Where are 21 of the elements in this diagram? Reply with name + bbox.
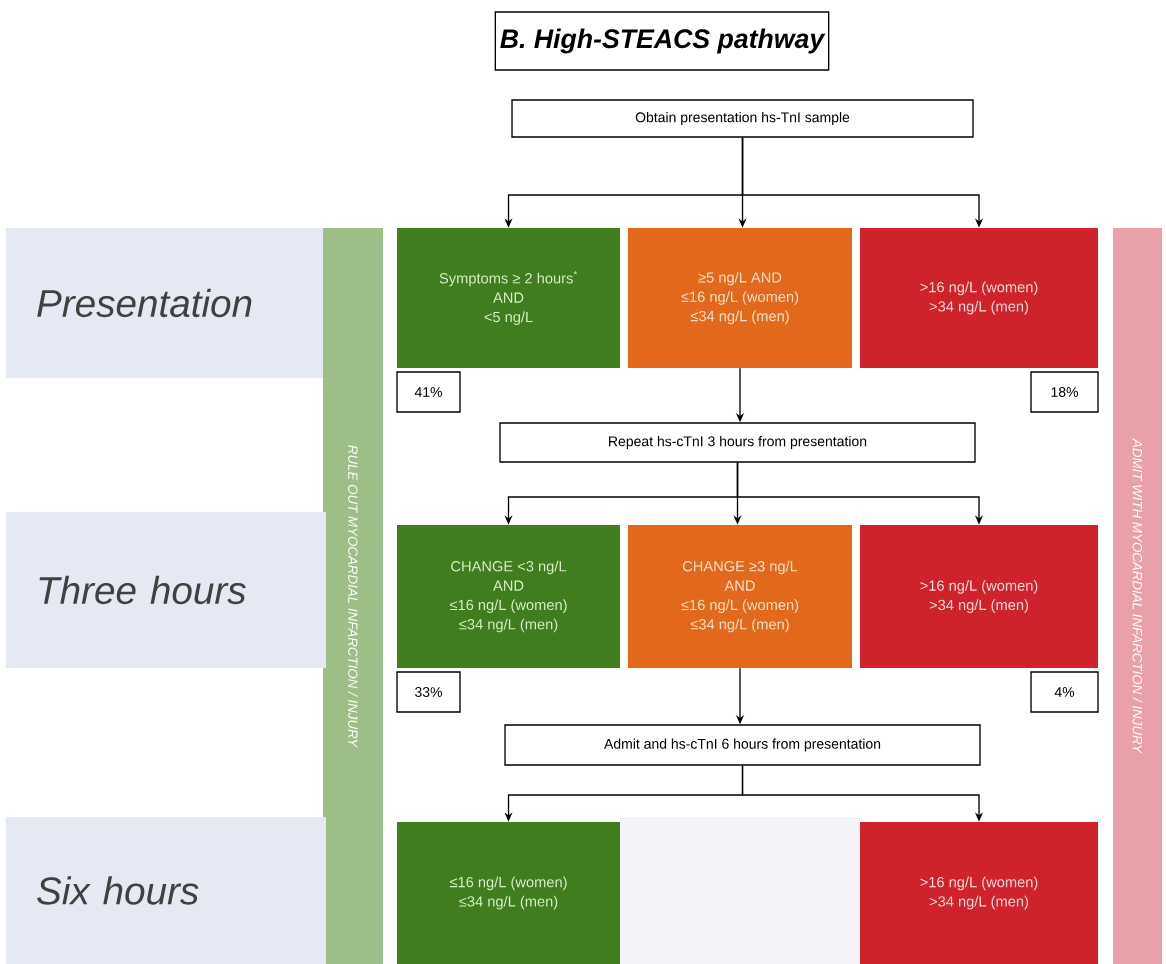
percentage-box: 18% [1030, 371, 1099, 413]
admit-bar: ADMIT WITH MYOCARDIAL INFARCTION / INJURY [1113, 228, 1162, 964]
observe-box: CHANGE ≥3 ng/L AND ≤16 ng/L (women) ≤34 ng/L (men) [628, 525, 852, 668]
step-box: Obtain presentation hs-TnI sample [511, 99, 974, 138]
percentage-box: 4% [1030, 671, 1099, 713]
observe-box: ≥5 ng/L AND ≤16 ng/L (women) ≤34 ng/L (men) [628, 228, 852, 368]
step-box: Repeat hs-cTnI 3 hours from presentation [499, 422, 976, 463]
ruleout-box: CHANGE <3 ng/L AND ≤16 ng/L (women) ≤34 ng/L (men) [397, 525, 620, 668]
row-band: Three hours [6, 512, 326, 668]
admit-box: >16 ng/L (women) >34 ng/L (men) [860, 822, 1098, 964]
percentage-box: 41% [396, 371, 461, 413]
row-band: Six hours [6, 817, 326, 964]
ruleout-box: Symptoms ≥ 2 hours$^{*}$ AND <5 ng/L [397, 228, 620, 368]
admit-box: >16 ng/L (women) >34 ng/L (men) [860, 228, 1098, 368]
step-box: Admit and hs-cTnI 6 hours from presentation [504, 724, 981, 766]
ruleout-box: ≤16 ng/L (women) ≤34 ng/L (men) [397, 822, 620, 964]
percentage-box: 33% [396, 671, 461, 713]
rule-out-bar: RULE OUT MYOCARDIAL INFARCTION / INJURY [323, 228, 383, 964]
admit-box: >16 ng/L (women) >34 ng/L (men) [860, 525, 1098, 668]
title-box: B. High-STEACS pathway [494, 11, 830, 71]
row-band: Presentation [6, 228, 326, 378]
